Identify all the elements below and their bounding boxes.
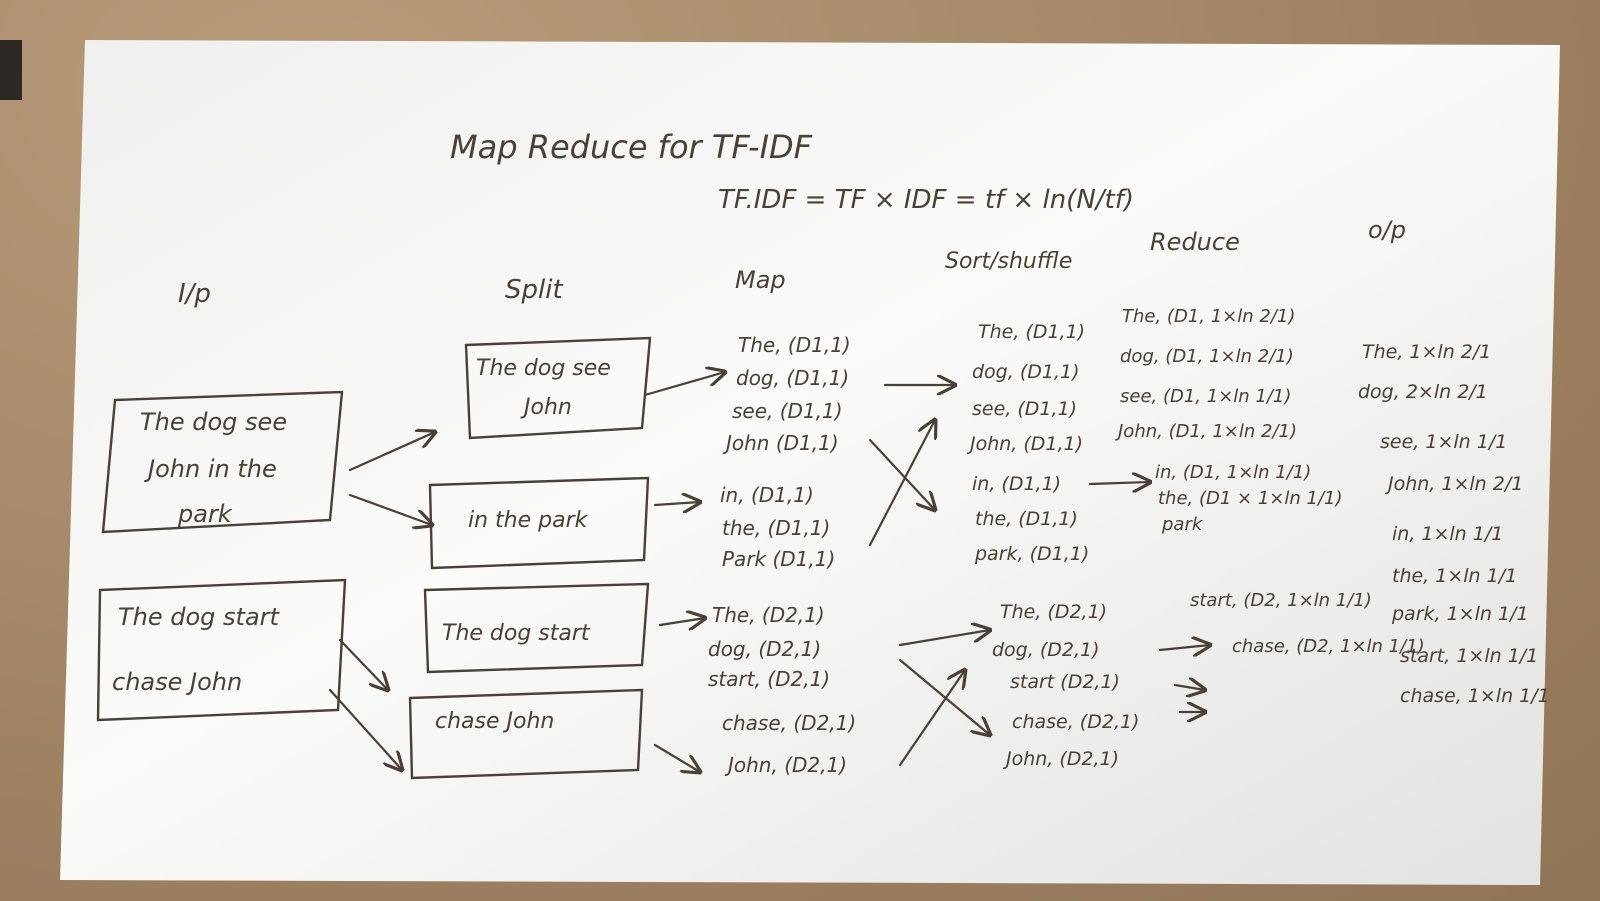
svg-text:John in the: John in the: [144, 455, 277, 483]
input-document-2: The dog start chase John: [96, 578, 347, 722]
arrows-sort-to-reduce: [1088, 482, 1210, 712]
map-output-2: in, (D1,1) the, (D1,1) Park (D1,1): [720, 483, 835, 571]
svg-text:chase, (D2, 1×ln 1/1): chase, (D2, 1×ln 1/1): [1232, 636, 1425, 657]
header-reduce: Reduce: [1150, 228, 1240, 256]
svg-text:The dog start: The dog start: [118, 603, 281, 631]
svg-text:see, (D1,1): see, (D1,1): [972, 398, 1077, 420]
svg-text:The, (D1,1): The, (D1,1): [978, 321, 1085, 343]
svg-text:dog, (D1,1): dog, (D1,1): [736, 366, 849, 390]
svg-text:The, (D1, 1×ln 2/1): The, (D1, 1×ln 2/1): [1122, 306, 1295, 327]
arrows-split-to-map: [643, 372, 725, 772]
dark-object: [0, 40, 22, 100]
tfidf-formula: TF.IDF = TF × IDF = tf × ln(N/tf): [718, 185, 1134, 215]
arrows-map-to-sort: [868, 385, 990, 767]
svg-text:start, (D2, 1×ln 1/1): start, (D2, 1×ln 1/1): [1190, 590, 1372, 611]
map-output-4: chase, (D2,1) John, (D2,1): [722, 711, 856, 777]
svg-text:John, (D1,1): John, (D1,1): [966, 433, 1083, 455]
input-document-1: The dog see John in the park: [101, 390, 344, 534]
svg-text:dog, (D1, 1×ln 2/1): dog, (D1, 1×ln 2/1): [1120, 346, 1294, 367]
svg-text:park, 1×ln 1/1: park, 1×ln 1/1: [1391, 603, 1529, 625]
final-output: The, 1×ln 2/1 dog, 2×ln 2/1 see, 1×ln 1/…: [1358, 341, 1550, 707]
svg-text:the, (D1,1): the, (D1,1): [722, 516, 830, 540]
svg-text:The dog start: The dog start: [442, 621, 591, 646]
svg-text:in, 1×ln 1/1: in, 1×ln 1/1: [1392, 523, 1503, 545]
map-output-1: The, (D1,1) dog, (D1,1) see, (D1,1) John…: [722, 333, 851, 455]
split-chunk-2: in the park: [428, 476, 650, 570]
split-chunk-3: The dog start: [423, 582, 650, 674]
reduce-output: The, (D1, 1×ln 2/1) dog, (D1, 1×ln 2/1) …: [1115, 306, 1425, 657]
header-sort-shuffle: Sort/shuffle: [945, 249, 1072, 274]
sort-group-d2: The, (D2,1) dog, (D2,1) start (D2,1) cha…: [992, 601, 1139, 770]
header-output: o/p: [1368, 216, 1406, 244]
svg-text:dog, (D1,1): dog, (D1,1): [972, 361, 1080, 383]
svg-text:see, (D1,1): see, (D1,1): [732, 399, 843, 423]
map-output-3: The, (D2,1) dog, (D2,1) start, (D2,1): [708, 603, 830, 691]
svg-text:the, (D1,1): the, (D1,1): [975, 508, 1078, 530]
svg-text:park: park: [177, 500, 233, 528]
svg-text:in, (D1,1): in, (D1,1): [720, 483, 814, 507]
svg-text:The dog see: The dog see: [140, 408, 287, 436]
split-chunk-4: chase John: [408, 688, 644, 780]
header-split: Split: [505, 275, 563, 305]
svg-text:in the park: in the park: [468, 508, 589, 533]
svg-text:in, (D1, 1×ln 1/1): in, (D1, 1×ln 1/1): [1155, 462, 1311, 483]
svg-text:chase, (D2,1): chase, (D2,1): [1012, 711, 1139, 733]
svg-text:the, 1×ln 1/1: the, 1×ln 1/1: [1392, 565, 1517, 587]
svg-text:The, (D2,1): The, (D2,1): [712, 603, 825, 627]
header-input: I/p: [178, 279, 211, 309]
svg-text:in, (D1,1): in, (D1,1): [972, 473, 1061, 495]
svg-text:park, (D1,1): park, (D1,1): [974, 543, 1089, 565]
arrows-input-to-split: [328, 432, 435, 770]
svg-text:dog, (D2,1): dog, (D2,1): [708, 637, 821, 661]
svg-text:John, (D2,1): John, (D2,1): [724, 753, 847, 777]
svg-text:chase John: chase John: [435, 709, 554, 734]
svg-text:John, (D1, 1×ln 2/1): John, (D1, 1×ln 2/1): [1115, 421, 1297, 442]
svg-text:chase, (D2,1): chase, (D2,1): [722, 711, 856, 735]
svg-text:The dog see: The dog see: [476, 356, 611, 381]
svg-text:see, 1×ln 1/1: see, 1×ln 1/1: [1380, 431, 1507, 453]
svg-text:John (D1,1): John (D1,1): [722, 431, 839, 455]
svg-text:the, (D1 × 1×ln 1/1): the, (D1 × 1×ln 1/1): [1158, 488, 1343, 509]
svg-text:The, (D2,1): The, (D2,1): [1000, 601, 1107, 623]
svg-text:dog, (D2,1): dog, (D2,1): [992, 639, 1100, 661]
svg-text:see, (D1, 1×ln 1/1): see, (D1, 1×ln 1/1): [1120, 386, 1291, 407]
paper-surface: [60, 40, 1560, 885]
svg-text:park: park: [1161, 514, 1204, 535]
svg-text:chase, 1×ln 1/1: chase, 1×ln 1/1: [1400, 685, 1550, 707]
svg-text:start (D2,1): start (D2,1): [1010, 671, 1120, 693]
svg-text:The, 1×ln 2/1: The, 1×ln 2/1: [1362, 341, 1491, 363]
svg-text:dog, 2×ln 2/1: dog, 2×ln 2/1: [1358, 381, 1488, 403]
svg-text:Park (D1,1): Park (D1,1): [722, 547, 835, 571]
header-map: Map: [735, 266, 786, 294]
sort-group-d1: The, (D1,1) dog, (D1,1) see, (D1,1) John…: [966, 321, 1089, 565]
diagram-title: Map Reduce for TF-IDF: [450, 128, 813, 166]
svg-text:John: John: [520, 395, 572, 420]
svg-text:start, 1×ln 1/1: start, 1×ln 1/1: [1400, 645, 1538, 667]
svg-text:chase John: chase John: [112, 668, 242, 696]
split-chunk-1: The dog see John: [464, 336, 652, 440]
svg-text:start, (D2,1): start, (D2,1): [708, 667, 830, 691]
svg-text:John, 1×ln 2/1: John, 1×ln 2/1: [1384, 473, 1523, 495]
svg-text:John, (D2,1): John, (D2,1): [1002, 748, 1119, 770]
svg-text:The, (D1,1): The, (D1,1): [738, 333, 851, 357]
